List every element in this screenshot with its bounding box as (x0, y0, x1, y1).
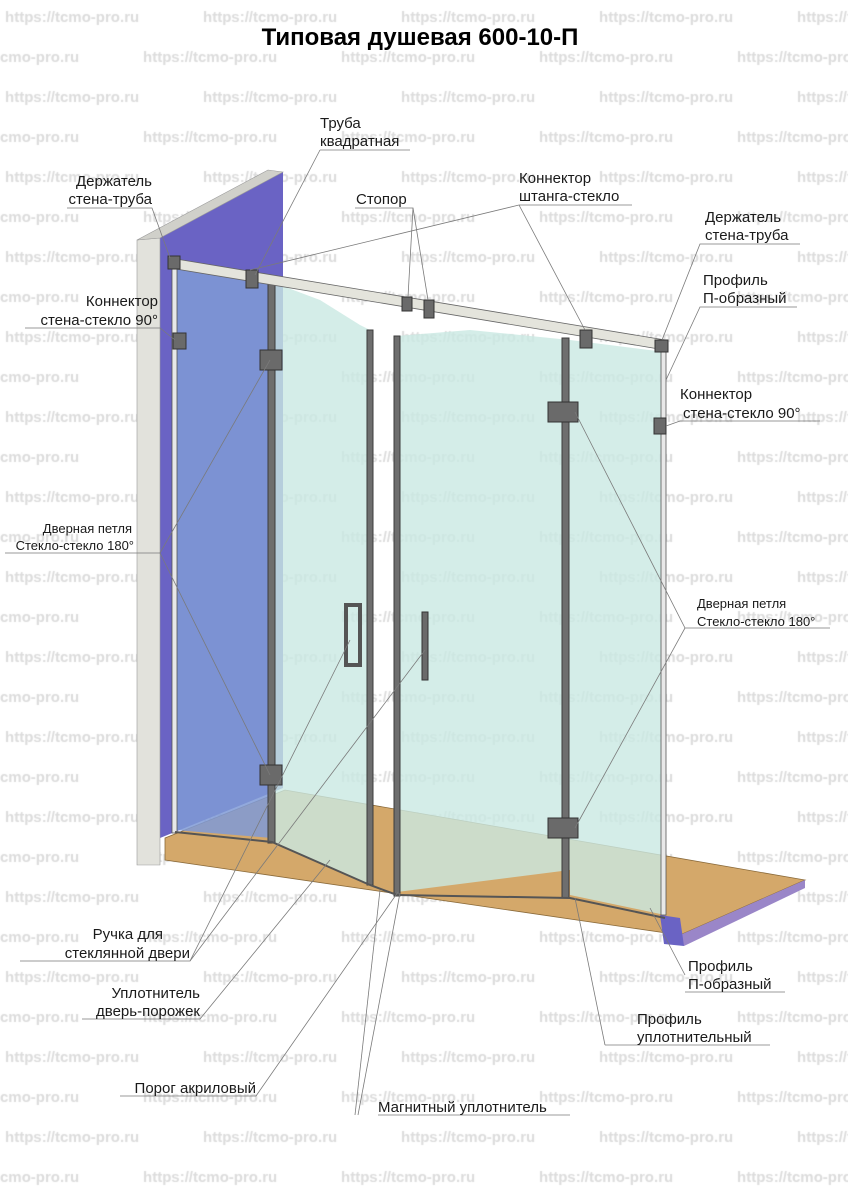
label-wall-conn-right-2: стена-стекло 90° (683, 405, 801, 422)
wall-edge-top (136, 169, 284, 241)
label-wall-conn-right-1: Коннектор (680, 386, 752, 403)
door-frame-left-edge (366, 329, 374, 886)
label-rod-connector-2: штанга-стекло (519, 188, 619, 205)
fixed-glass-right (570, 340, 665, 915)
label-stopper: Стопор (356, 191, 407, 208)
label-holder-left-2: стена-труба (69, 191, 153, 208)
door-glass-right (397, 330, 570, 892)
label-seal-profile-2: уплотнительный (637, 1029, 752, 1046)
holder-right (654, 339, 669, 353)
hinge-right-bottom (547, 817, 579, 839)
door-handle-right (421, 611, 429, 681)
hinge-left-top (259, 349, 283, 371)
fixed-glass-left (175, 268, 272, 838)
stopper-1 (401, 296, 413, 312)
wall-edge-front (136, 237, 161, 866)
u-profile-right (660, 349, 667, 916)
label-wall-conn-left-2: стена-стекло 90° (40, 312, 158, 329)
label-u-profile-top-2: П-образный (703, 290, 787, 307)
label-pipe-1: Труба (320, 115, 361, 132)
door-glass-left (272, 282, 370, 885)
tray-front-edge (680, 880, 805, 946)
rod-connector-right (579, 329, 593, 349)
label-magnetic-seal: Магнитный уплотнитель (378, 1099, 547, 1116)
label-rod-connector-1: Коннектор (519, 170, 591, 187)
label-wall-conn-left-1: Коннектор (86, 293, 158, 310)
hinge-left-bottom (259, 764, 283, 786)
wall-connector-left (172, 332, 187, 350)
threshold-line (174, 831, 666, 919)
label-holder-left-1: Держатель (76, 173, 152, 190)
label-hinge-right-2: Стекло-стекло 180° (697, 614, 815, 629)
callout-labels: Труба квадратная Держатель стена-труба С… (16, 115, 816, 1116)
label-handle-2: стеклянной двери (65, 945, 190, 962)
label-handle-1: Ручка для (93, 926, 163, 943)
hinge-right-top (547, 401, 579, 423)
door-handle-left (344, 603, 362, 667)
stopper-2 (423, 299, 435, 319)
label-door-seal-2: дверь-порожек (96, 1003, 200, 1020)
wall-connector-right (653, 417, 667, 435)
label-holder-right-2: стена-труба (705, 227, 789, 244)
holder-left (167, 255, 181, 270)
label-door-seal-1: Уплотнитель (111, 985, 200, 1002)
diagram-title: Типовая душевая 600-10-П (262, 24, 579, 51)
leader-lines (5, 149, 830, 1116)
label-hinge-left-2: Стекло-стекло 180° (16, 538, 134, 553)
label-hinge-left-1: Дверная петля (43, 521, 132, 536)
label-seal-profile-1: Профиль (637, 1011, 702, 1028)
label-u-profile-bottom-2: П-образный (688, 976, 772, 993)
label-hinge-right-1: Дверная петля (697, 596, 786, 611)
door-frame-right-edge (393, 335, 401, 897)
label-threshold: Порог акриловый (135, 1080, 256, 1097)
label-pipe-2: квадратная (320, 133, 399, 150)
label-holder-right-1: Держатель (705, 209, 781, 226)
label-u-profile-top-1: Профиль (703, 272, 768, 289)
u-profile-left (171, 267, 178, 834)
label-u-profile-bottom-1: Профиль (688, 958, 753, 975)
